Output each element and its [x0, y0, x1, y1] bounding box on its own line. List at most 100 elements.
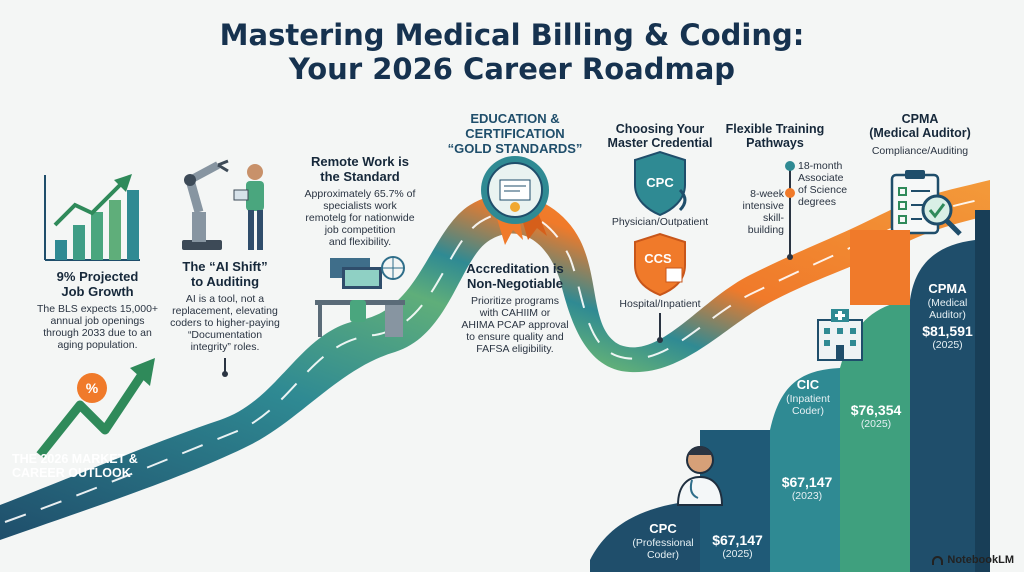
brand-label: NotebookLM	[947, 554, 1014, 566]
ai-shift-body-3: coders to higher-paying	[170, 317, 280, 329]
market-arrow	[36, 358, 155, 458]
degree-line-1: 18-month	[798, 160, 843, 172]
education-heading-3: “GOLD STANDARDS”	[447, 140, 583, 156]
title-line-2: Your 2026 Career Roadmap	[288, 52, 736, 87]
notebooklm-logo-icon	[932, 555, 944, 565]
accreditation-heading-2: Non-Negotiable	[466, 275, 564, 291]
cpma-top-caption: Compliance/Auditing	[871, 144, 969, 157]
degree-line-2: Associate	[798, 172, 844, 185]
road-lane-line	[4, 197, 989, 523]
ai-shift-heading-1: The “AI Shift”	[182, 259, 268, 274]
ai-shift-body-1: AI is a tool, not a	[185, 292, 265, 305]
doctor-avatar-icon	[676, 446, 724, 506]
cpma-top-heading-1: CPMA	[901, 112, 939, 126]
step-cic-name: CIC	[796, 377, 820, 392]
accreditation-body-2: with CAHIIM or	[479, 306, 551, 319]
step-cic-sub-2: Coder)	[791, 405, 825, 417]
job-growth-body-1: The BLS expects 15,000+	[36, 302, 159, 315]
person-with-tablet-icon	[233, 164, 264, 250]
salary-step-2023: $67,147 (2023)	[768, 474, 846, 502]
remote-body-1: Approximately 65.7% of	[304, 187, 416, 200]
step-cic-sub-1: (Inpatient	[786, 392, 830, 405]
brand-watermark: NotebookLM	[932, 554, 1014, 566]
ccs-caption: Hospital/Inpatient	[619, 298, 701, 310]
salary-step-cic-label: CIC (Inpatient Coder)	[773, 377, 843, 417]
bootcamp-line-2: intensive	[742, 200, 784, 213]
remote-heading-1: Remote Work is	[310, 154, 409, 169]
salary-step-cpc-label: CPC (Professional Coder)	[632, 521, 694, 561]
ai-shift-heading-2: to Auditing	[190, 273, 260, 289]
cpma-top-block: CPMA (Medical Auditor) Compliance/Auditi…	[860, 112, 980, 157]
ccs-badge-text: CCS	[644, 251, 672, 266]
step-cpma-name: CPMA	[928, 281, 967, 296]
salary-step-cic-price: $76,354 (2025)	[840, 402, 912, 430]
certificate-seal-icon	[481, 156, 549, 245]
remote-desk-icon	[315, 256, 405, 337]
degree-line-4: degrees	[798, 196, 836, 209]
remote-body-4: job competition	[324, 224, 396, 237]
credential-heading: Choosing Your Master Credential	[595, 122, 725, 151]
training-option-degree: 18-month Associate of Science degrees	[798, 160, 858, 208]
step-cpc-price: $67,147	[712, 532, 763, 548]
cpc-shield-icon	[634, 150, 687, 217]
step-cpma-price: $81,591	[922, 323, 973, 340]
step-cpma-sub-1: (Medical	[927, 296, 968, 309]
remote-body-5: and flexibility.	[328, 236, 392, 249]
salary-staircase	[590, 210, 990, 572]
step-cpma-sub-2: Auditor)	[929, 309, 966, 321]
step-cpc-name: CPC	[649, 521, 677, 536]
remote-work-block: Remote Work is the Standard Approximatel…	[295, 154, 425, 249]
step-2023-price: $67,147	[781, 474, 833, 490]
bootcamp-line-1: 8-week	[750, 188, 784, 200]
job-growth-block: 9% Projected Job Growth The BLS expects …	[20, 269, 175, 352]
accreditation-body-4: to ensure quality and	[466, 331, 564, 344]
step-cpc-year: (2025)	[722, 548, 753, 561]
step-cpc-sub-2: Coder)	[646, 549, 680, 561]
accreditation-body-1: Prioritize programs	[470, 294, 560, 307]
step-cic-year: (2025)	[860, 418, 892, 431]
step-2023-year: (2023)	[791, 490, 823, 503]
salary-step-cpc-price: $67,147 (2025)	[700, 532, 775, 560]
training-heading: Flexible Training Pathways	[720, 122, 830, 151]
title-line-1: Mastering Medical Billing & Coding:	[219, 18, 805, 52]
step-cpc-sub-1: (Professional	[632, 536, 694, 549]
accreditation-heading-1: Accreditation is	[466, 261, 564, 276]
market-label-line-1: THE 2026 MARKET &	[12, 452, 138, 466]
education-heading: EDUCATION & CERTIFICATION “GOLD STANDARD…	[440, 111, 590, 157]
degree-line-3: of Science	[798, 184, 848, 197]
percent-badge-icon	[77, 373, 107, 403]
market-label-line-2: CAREER OUTLOOK	[12, 466, 131, 481]
salary-step-cpma: CPMA (Medical Auditor) $81,591 (2025)	[910, 281, 985, 352]
job-growth-heading-1: 9% Projected	[56, 269, 139, 284]
ai-shift-block: The “AI Shift” to Auditing AI is a tool,…	[165, 259, 285, 354]
step-cpma-year: (2025)	[932, 339, 963, 352]
education-heading-2: CERTIFICATION	[465, 125, 565, 141]
percent-badge-text: %	[85, 380, 99, 396]
cpma-top-heading-2: (Medical Auditor)	[869, 126, 971, 141]
training-timeline	[785, 161, 795, 260]
accreditation-body-5: FAFSA eligibility.	[476, 343, 554, 356]
ccs-hospital-shield-icon	[634, 232, 686, 297]
accreditation-block: Accreditation is Non-Negotiable Prioriti…	[450, 261, 580, 356]
cpc-badge-text: CPC	[646, 175, 674, 190]
ai-pin	[222, 371, 228, 377]
credential-pin	[657, 337, 663, 343]
job-growth-body-4: aging population.	[57, 339, 138, 352]
remote-heading-2: the Standard	[320, 168, 400, 184]
education-heading-1: EDUCATION &	[470, 111, 560, 126]
accreditation-body-3: AHIMA PCAP approval	[461, 319, 569, 331]
training-heading-1: Flexible Training	[725, 122, 825, 136]
training-heading-2: Pathways	[746, 136, 804, 151]
bootcamp-line-3: skill-	[763, 212, 784, 225]
ai-shift-body-4: “Documentation	[187, 329, 263, 342]
cpc-caption: Physician/Outpatient	[611, 216, 709, 228]
remote-body-2: specialists work	[323, 199, 397, 212]
growth-bar-chart-icon	[44, 174, 140, 261]
job-growth-body-2: annual job openings	[50, 314, 145, 327]
remote-body-3: remotelg for nationwide	[305, 212, 415, 224]
bootcamp-line-4: building	[747, 224, 784, 237]
job-growth-heading-2: Job Growth	[61, 283, 134, 299]
ai-shift-body-2: replacement, elevating	[172, 304, 278, 317]
ai-shift-body-5: integrity” roles.	[190, 341, 260, 354]
